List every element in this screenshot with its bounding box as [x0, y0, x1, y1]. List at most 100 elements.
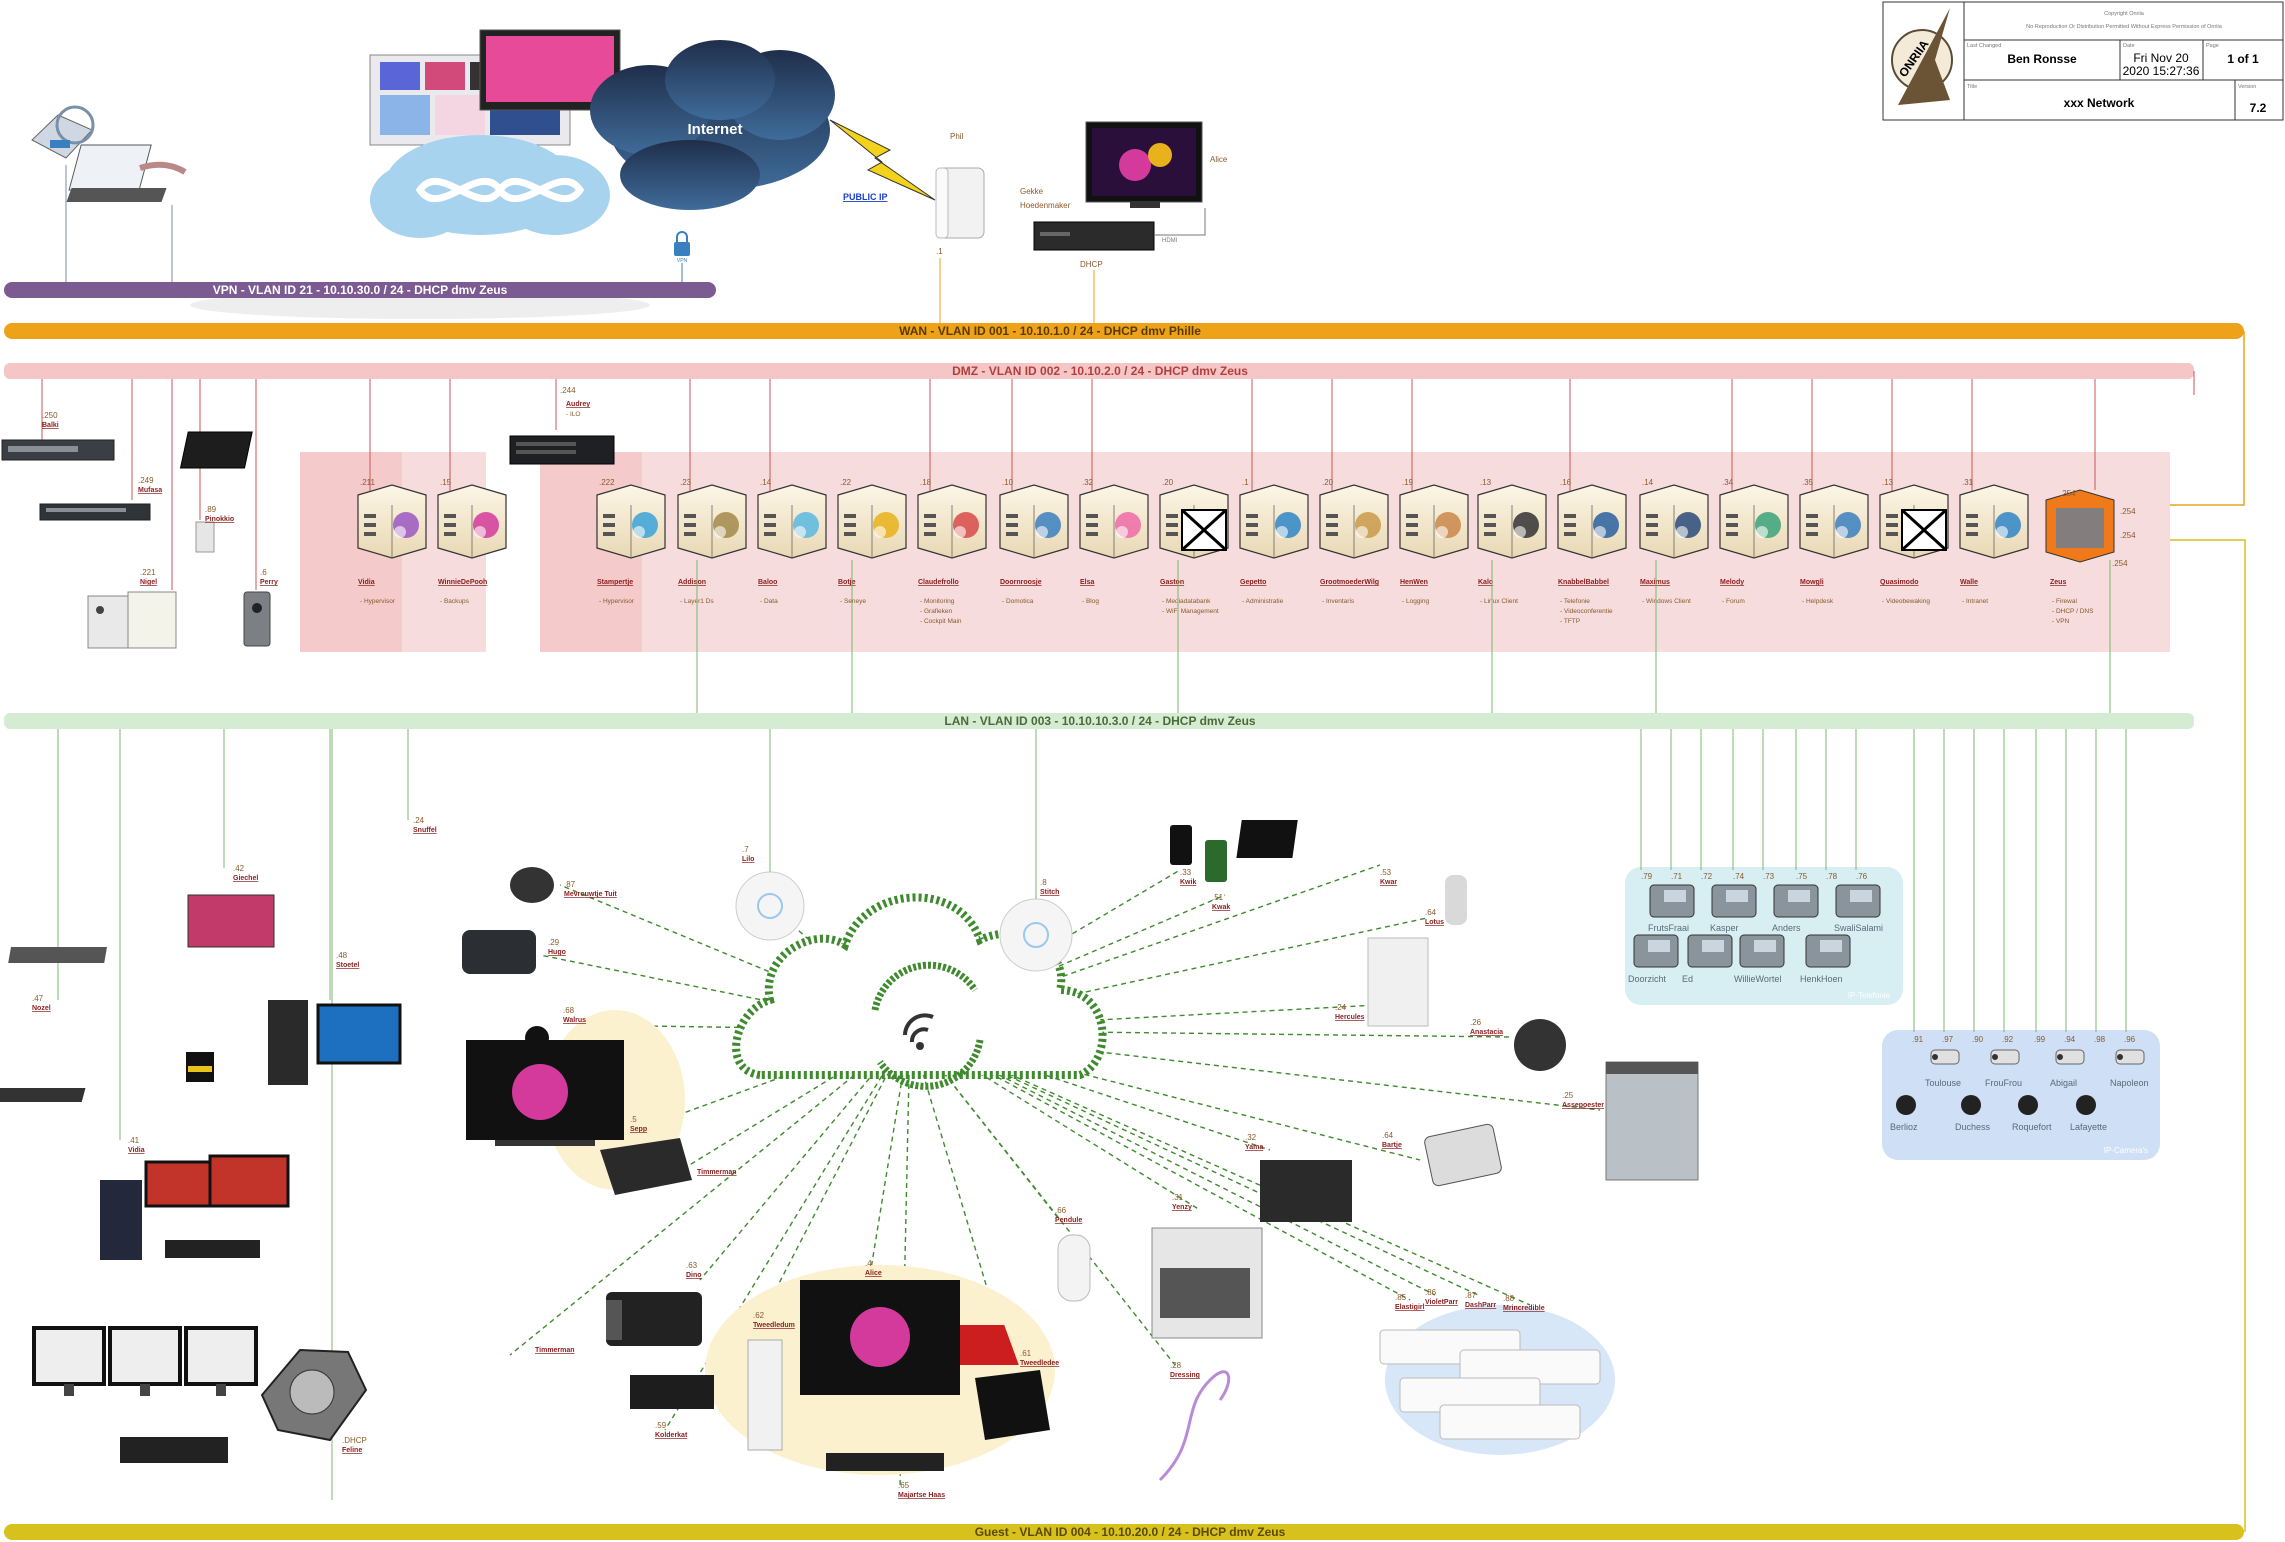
- device-ip: .249: [138, 476, 154, 485]
- dishwasher-icon: [1605, 1061, 1699, 1181]
- camera-icon: [2018, 1095, 2038, 1115]
- server-ip: .18: [920, 478, 932, 487]
- settop-box-icon: [1033, 221, 1155, 251]
- camera-icon: [1896, 1095, 1916, 1115]
- laser-printer-icon: [1151, 1227, 1263, 1339]
- tablet-icon: [1236, 820, 1298, 858]
- server-box-icon: [437, 484, 507, 559]
- tv-icon: [466, 1040, 624, 1146]
- server-ip: .20: [1162, 478, 1174, 487]
- dhcp-label: DHCP: [1080, 260, 1103, 269]
- server-box-icon: [999, 484, 1069, 559]
- lan-bus: LAN - VLAN ID 003 - 10.10.10.3.0 / 24 - …: [4, 713, 2194, 729]
- camera-icon: [1961, 1095, 1981, 1115]
- server-name: Claudefrollo: [918, 579, 959, 586]
- phone-name: Doorzicht: [1628, 974, 1667, 984]
- dmz-bus-label: DMZ - VLAN ID 002 - 10.10.2.0 / 24 - DHC…: [952, 364, 1248, 378]
- ip-phone: WillieWortel: [1734, 934, 1785, 984]
- cloud-infinity-icon: [370, 135, 610, 238]
- server-name: GrootmoederWilg: [1320, 579, 1379, 586]
- server-role: - Hypervisor: [360, 598, 396, 605]
- server-box-icon: [1719, 484, 1789, 559]
- server-role: - Monitoring: [920, 598, 955, 605]
- device-name: Nozel: [32, 1005, 51, 1012]
- google-home-icon: [1057, 1234, 1091, 1302]
- device-name: Hercules: [1335, 1014, 1365, 1021]
- device-ip: .61: [1020, 1349, 1032, 1358]
- dmz-left-devices: [1, 379, 271, 649]
- title-label: Title: [1967, 84, 1977, 90]
- server-name: Maximus: [1640, 579, 1670, 586]
- guest-bus: Guest - VLAN ID 004 - 10.10.20.0 / 24 - …: [4, 1524, 2244, 1540]
- ip-camera: Napoleon: [2110, 1049, 2149, 1088]
- public-ip-link[interactable]: PUBLIC IP: [843, 192, 888, 202]
- notice-text: No Reproduction Or Distribution Permitte…: [2026, 24, 2223, 30]
- device-ip: .32: [1245, 1133, 1257, 1142]
- lightning-icon: [829, 119, 936, 201]
- laptop-user-icon: [66, 144, 187, 202]
- doorbell-icon: [243, 591, 271, 647]
- camera-name: Duchess: [1955, 1122, 1991, 1132]
- server-ip: .14: [760, 478, 772, 487]
- device-name: Dino: [686, 1272, 702, 1279]
- server-box-icon: [1557, 484, 1627, 559]
- ip-camera: Lafayette: [2070, 1095, 2107, 1132]
- zeus-ip: .254: [2120, 531, 2136, 540]
- server-box-icon: [1239, 484, 1309, 559]
- server-role: - Intranet: [1962, 598, 1988, 605]
- device-name: DashParr: [1465, 1302, 1496, 1309]
- sensor-icon: [195, 521, 215, 553]
- server-role: - Grafieken: [920, 608, 953, 615]
- device-ip: .48: [336, 951, 348, 960]
- device-ip: .250: [42, 411, 58, 420]
- server-name: Mowgli: [1800, 579, 1824, 586]
- audrey-server: [179, 379, 615, 469]
- device-name: Timmerman: [535, 1347, 575, 1354]
- desk-phone-icon: [1835, 884, 1881, 918]
- phone-name: SwaliSalami: [1834, 923, 1883, 933]
- internet-label: Internet: [687, 121, 742, 138]
- camera-name: Toulouse: [1925, 1078, 1961, 1088]
- date-line1: Fri Nov 20: [2133, 51, 2189, 65]
- server-ip: .10: [1002, 478, 1014, 487]
- device-ip: .7: [742, 845, 749, 854]
- server-role: - Forum: [1722, 598, 1745, 605]
- zeus-ip: .254: [2120, 507, 2136, 516]
- firewall-icon: [2045, 489, 2115, 563]
- camera-ip: .94: [2064, 1035, 2076, 1044]
- ip-phone: Anders: [1772, 884, 1819, 933]
- zeus-role: - DHCP / DNS: [2052, 608, 2094, 615]
- ip-camera: Abigail: [2050, 1049, 2085, 1088]
- tv-box-icon: [462, 930, 536, 974]
- device-ip: .53: [1380, 868, 1392, 877]
- server-role: - Hypervisor: [599, 598, 635, 605]
- server-ip: .1: [1242, 478, 1249, 487]
- device-name: Yenzy: [1172, 1204, 1192, 1211]
- server-role: - Cockpit Main: [920, 618, 962, 625]
- desk-phone-icon: [1633, 934, 1679, 968]
- device-ip: .4: [865, 1259, 872, 1268]
- server-ip: .16: [1560, 478, 1572, 487]
- guest-bus-label: Guest - VLAN ID 004 - 10.10.20.0 / 24 - …: [975, 1525, 1286, 1539]
- switch-icon: [1, 439, 115, 461]
- server-ip: .32: [1082, 478, 1094, 487]
- device-name: Audrey: [566, 401, 590, 408]
- vpn-bus-label: VPN - VLAN ID 21 - 10.10.30.0 / 24 - DHC…: [213, 283, 508, 297]
- device-ip: .64: [1425, 908, 1437, 917]
- speaker-icon: [510, 867, 554, 903]
